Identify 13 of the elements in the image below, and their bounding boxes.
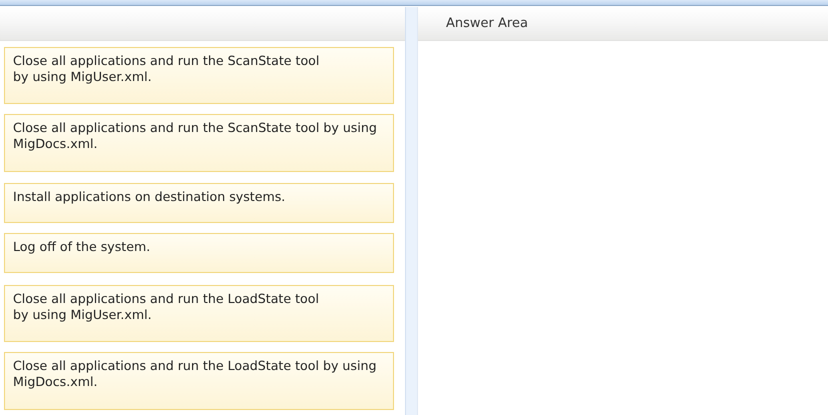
option-text: Close all applications and run the ScanState tool by using MigUser.xml. <box>13 53 320 85</box>
option-text: Close all applications and run the LoadState tool by using MigUser.xml. <box>13 291 320 323</box>
option-text: Close all applications and run the LoadState tool by using MigDocs.xml. <box>13 358 378 390</box>
option-tile <box>4 233 394 273</box>
panel-title: Answer Area <box>446 16 528 31</box>
option-text: Log off of the system. <box>13 239 152 255</box>
option-tile <box>4 285 394 342</box>
option-text: Close all applications and run the ScanState tool by using MigDocs.xml. <box>13 120 378 152</box>
option-tile <box>4 183 394 223</box>
option-tile <box>4 47 394 104</box>
option-text: Install applications on destination systems. <box>13 189 286 205</box>
option-tile <box>4 114 394 172</box>
option-tile <box>4 352 394 410</box>
